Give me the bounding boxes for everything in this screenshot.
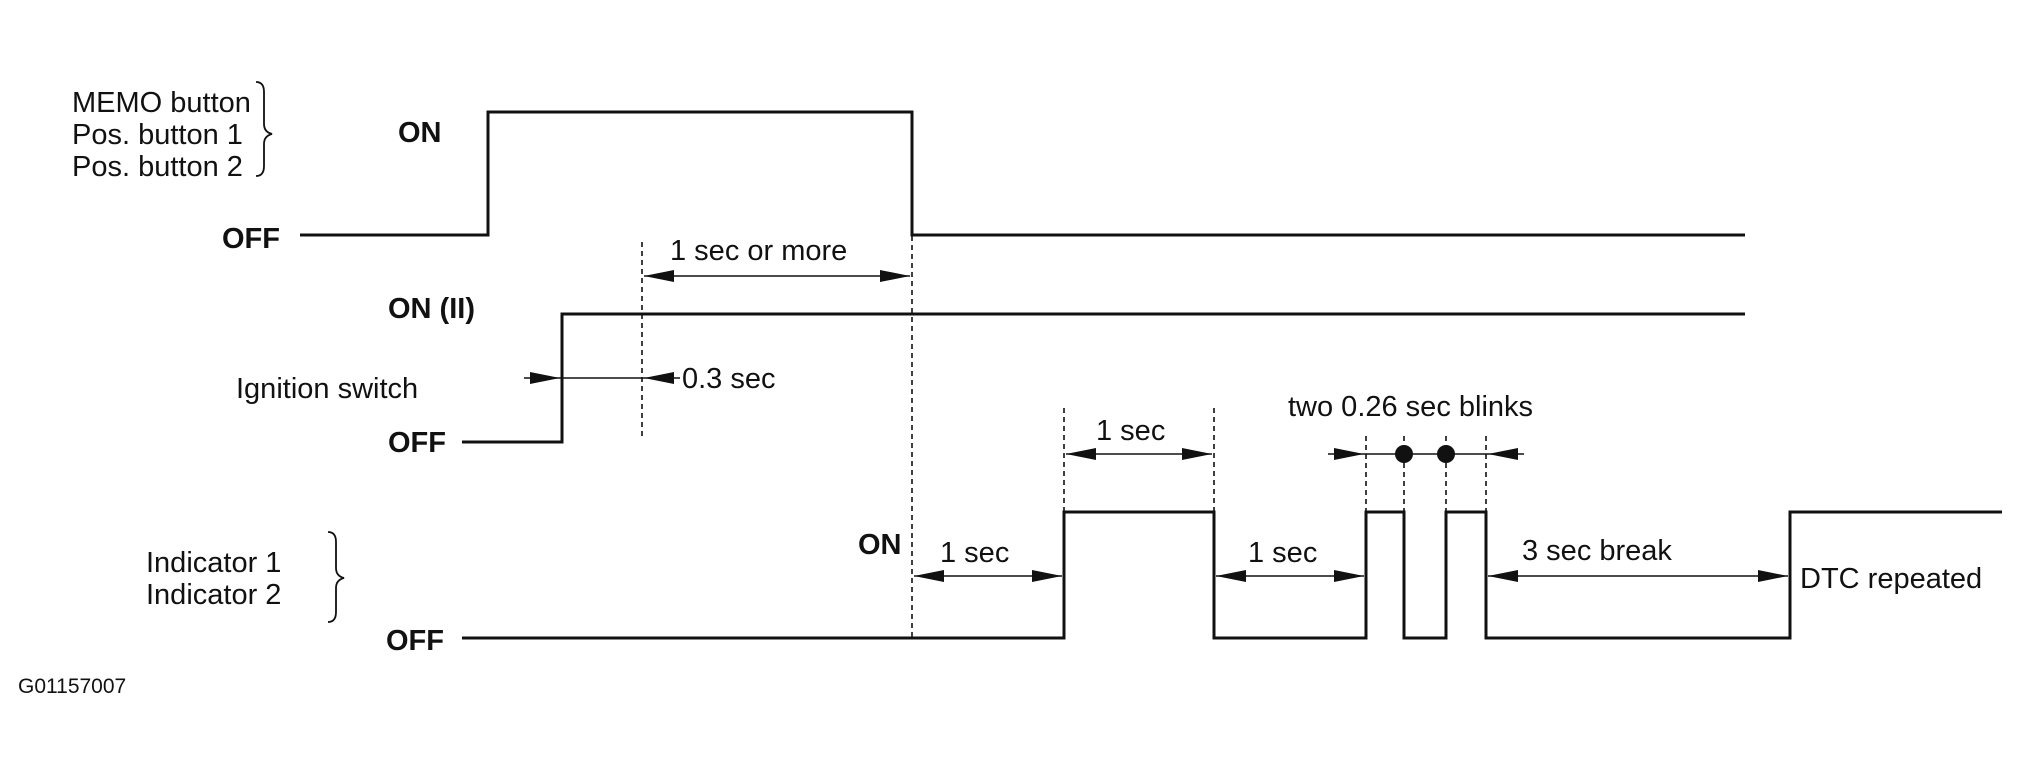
indicator-on-label: ON (858, 529, 902, 561)
ignition-off-label: OFF (388, 427, 446, 459)
ignition-on-label: ON (II) (388, 293, 475, 325)
break-arrow-left (1488, 570, 1518, 582)
delay-0-3-label: 0.3 sec (682, 363, 776, 395)
blinks-label: two 0.26 sec blinks (1288, 391, 1533, 423)
gap-1sec-a-arrow-left (914, 570, 944, 582)
blinks-arrow-right (1488, 448, 1518, 460)
indicator-group-brace (327, 531, 345, 623)
pulse-1sec-arrow-right (1182, 448, 1212, 460)
blink-dot-1 (1395, 445, 1413, 463)
pulse-1sec-arrow-left (1066, 448, 1096, 460)
dtc-repeated-label: DTC repeated (1800, 563, 1982, 595)
memo-button-label: MEMO button (72, 87, 251, 119)
indicator-1-label: Indicator 1 (146, 547, 281, 579)
memo-on-label: ON (398, 117, 442, 149)
pos-button-1-label: Pos. button 1 (72, 119, 243, 151)
indicator-off-label: OFF (386, 625, 444, 657)
one-sec-or-more-arrow-left (644, 270, 674, 282)
break-label: 3 sec break (1522, 535, 1672, 567)
gap-1sec-b-arrow-right (1334, 570, 1364, 582)
memo-signal-waveform (300, 110, 1745, 237)
break-arrow-right (1758, 570, 1788, 582)
gap-1sec-b-arrow-left (1216, 570, 1246, 582)
figure-code: G01157007 (18, 675, 126, 698)
blinks-arrow-left (1334, 448, 1364, 460)
memo-group-brace (255, 81, 273, 177)
delay-0-3-arrow-right (644, 372, 674, 384)
ignition-switch-label: Ignition switch (236, 373, 418, 405)
pos-button-2-label: Pos. button 2 (72, 151, 243, 183)
memo-off-label: OFF (222, 223, 280, 255)
gap-1sec-a-label: 1 sec (940, 537, 1009, 569)
delay-0-3-arrow-left (530, 372, 560, 384)
pulse-1sec-label: 1 sec (1096, 415, 1165, 447)
blink-dot-2 (1437, 445, 1455, 463)
indicator-2-label: Indicator 2 (146, 579, 281, 611)
one-sec-or-more-arrow-right (880, 270, 910, 282)
gap-1sec-b-label: 1 sec (1248, 537, 1317, 569)
gap-1sec-a-arrow-right (1032, 570, 1062, 582)
one-sec-or-more-label: 1 sec or more (670, 235, 847, 267)
